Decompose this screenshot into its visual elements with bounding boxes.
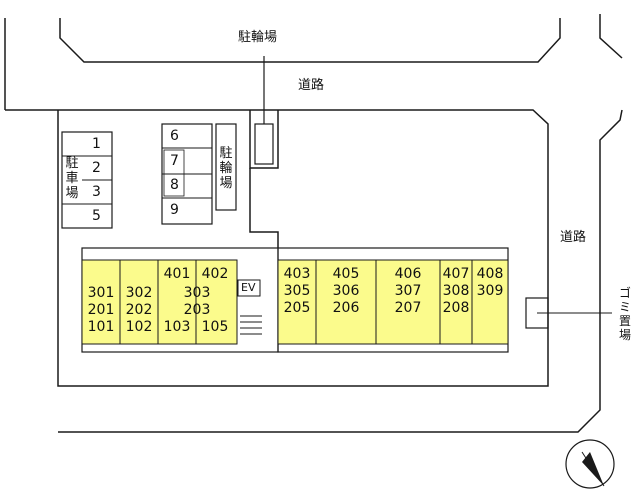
unit-stack: 302 202 102 <box>122 285 156 336</box>
room-number: 309 <box>476 283 504 299</box>
bicycle-parking-top-box <box>254 123 274 165</box>
unit-stack: 408 309 <box>472 266 508 300</box>
room-number: 208 <box>442 300 470 316</box>
room-number: 103 <box>163 319 191 335</box>
room-number: 202 <box>125 302 153 318</box>
room-number: 402 <box>201 266 229 282</box>
bicycle-parking-top-outline <box>249 110 279 169</box>
parking-left-label: 駐車場 <box>65 156 79 201</box>
room-number: 403 <box>283 266 311 282</box>
room-number: 102 <box>125 319 153 335</box>
parking-space-number: 8 <box>170 177 179 193</box>
bicycle-parking-top-label: 駐輪場 <box>238 30 278 45</box>
bicycle-parking-mid-box <box>215 123 237 211</box>
room-number: 303 <box>183 285 211 301</box>
parking-space-number: 7 <box>170 153 179 169</box>
unit-stack: 406 307 207 <box>376 266 440 317</box>
north-arrow-icon <box>565 439 615 489</box>
road-top-label: 道路 <box>298 78 325 93</box>
room-number: 401 <box>163 266 191 282</box>
road-edge-bottom <box>58 109 623 433</box>
parking-space-number: 2 <box>92 160 101 176</box>
room-number: 306 <box>332 283 360 299</box>
room-number: 405 <box>332 266 360 282</box>
unit-stack: 403 305 205 <box>280 266 314 317</box>
room-number: 203 <box>183 302 211 318</box>
room-number: 206 <box>332 300 360 316</box>
room-number: 205 <box>283 300 311 316</box>
unit-stack: 405 306 206 <box>316 266 376 317</box>
room-number: 406 <box>394 266 422 282</box>
room-number: 308 <box>442 283 470 299</box>
room-number: 101 <box>87 319 115 335</box>
parking-space-number: 9 <box>170 202 179 218</box>
parking-space-number: 1 <box>92 136 101 152</box>
elevator-label: EV <box>241 281 256 294</box>
room-number: 105 <box>201 319 229 335</box>
room-number: 302 <box>125 285 153 301</box>
room-number: 305 <box>283 283 311 299</box>
unit-stack: 301 201 101 <box>84 285 118 336</box>
room-number: 407 <box>442 266 470 282</box>
road-edge-top-right <box>599 14 623 59</box>
building-left-units-bg <box>81 259 238 345</box>
building-notch <box>249 168 279 248</box>
road-edge-top-left <box>59 18 561 63</box>
parking-space-number: 6 <box>170 128 179 144</box>
room-number: 207 <box>394 300 422 316</box>
room-number: 307 <box>394 283 422 299</box>
stairs <box>240 315 262 335</box>
parking-space-number: 5 <box>92 208 101 224</box>
unit-stack: 407 308 208 <box>440 266 472 317</box>
garbage-label: ゴミ置場 <box>618 286 631 342</box>
parking-space-number: 3 <box>92 184 101 200</box>
bicycle-parking-mid-label: 駐輪場 <box>219 146 233 191</box>
elevator-box <box>237 279 261 297</box>
room-number: 301 <box>87 285 115 301</box>
road-right-label: 道路 <box>560 230 587 245</box>
room-number: 201 <box>87 302 115 318</box>
room-number: 408 <box>476 266 504 282</box>
site-boundary <box>5 109 549 387</box>
